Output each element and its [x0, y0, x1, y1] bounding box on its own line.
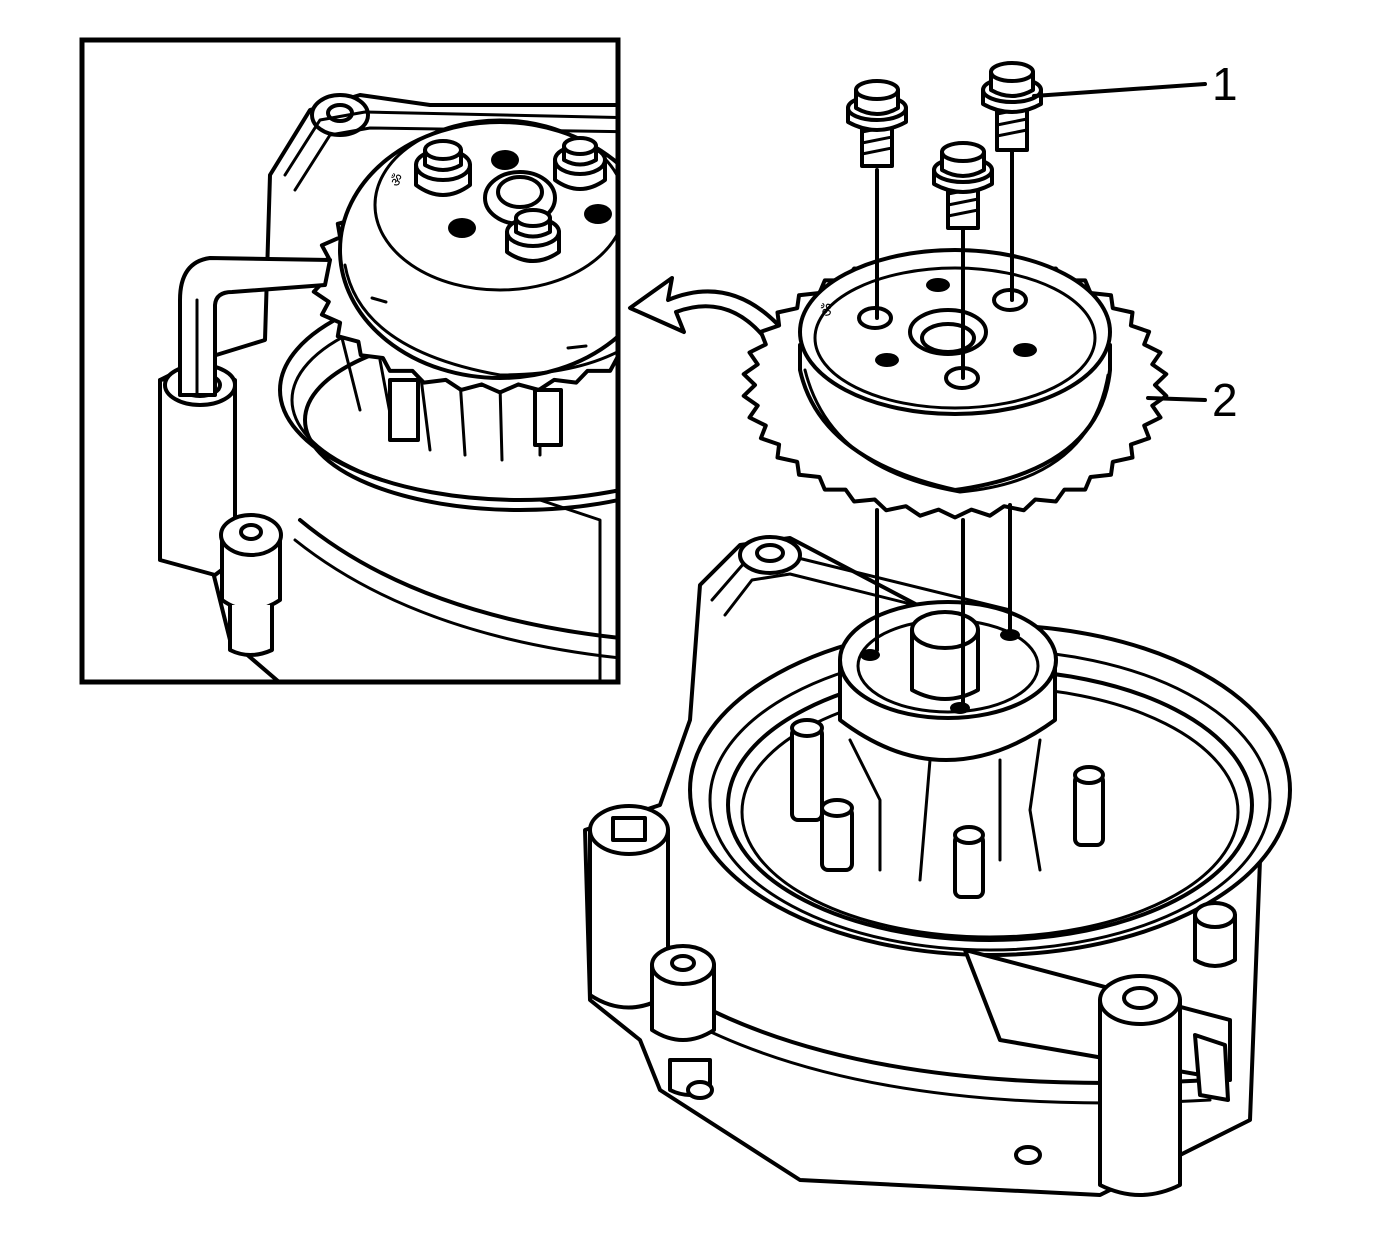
inset-frame: [79, 37, 621, 685]
callout-1-label: 1: [1212, 58, 1238, 110]
pump-housing: [583, 535, 1292, 1197]
right-mount-boss: [1098, 974, 1182, 1197]
inset-bolt-right: [553, 136, 607, 191]
callout-1: 1: [1032, 58, 1238, 110]
left-mount-boss: [588, 804, 670, 1010]
callout-2-label: 2: [1212, 374, 1238, 426]
bolt-center: [932, 141, 994, 230]
front-mount-boss: [650, 944, 716, 1097]
pump-hub: [838, 600, 1058, 762]
inset-detail-view: ॐ: [79, 37, 621, 685]
pump-vanes: [790, 718, 1105, 899]
sprocket: ॐ: [741, 248, 1169, 520]
inset-bolt-center: [505, 208, 561, 263]
inset-bolt-left: [414, 139, 472, 197]
callout-2: 2: [1146, 374, 1238, 426]
sprocket-mark: ॐ: [817, 300, 839, 319]
bolt-right: [981, 61, 1043, 152]
bolt-left: [846, 79, 908, 168]
alignment-lines: [875, 148, 1014, 707]
hex-key-tool: [178, 256, 332, 397]
